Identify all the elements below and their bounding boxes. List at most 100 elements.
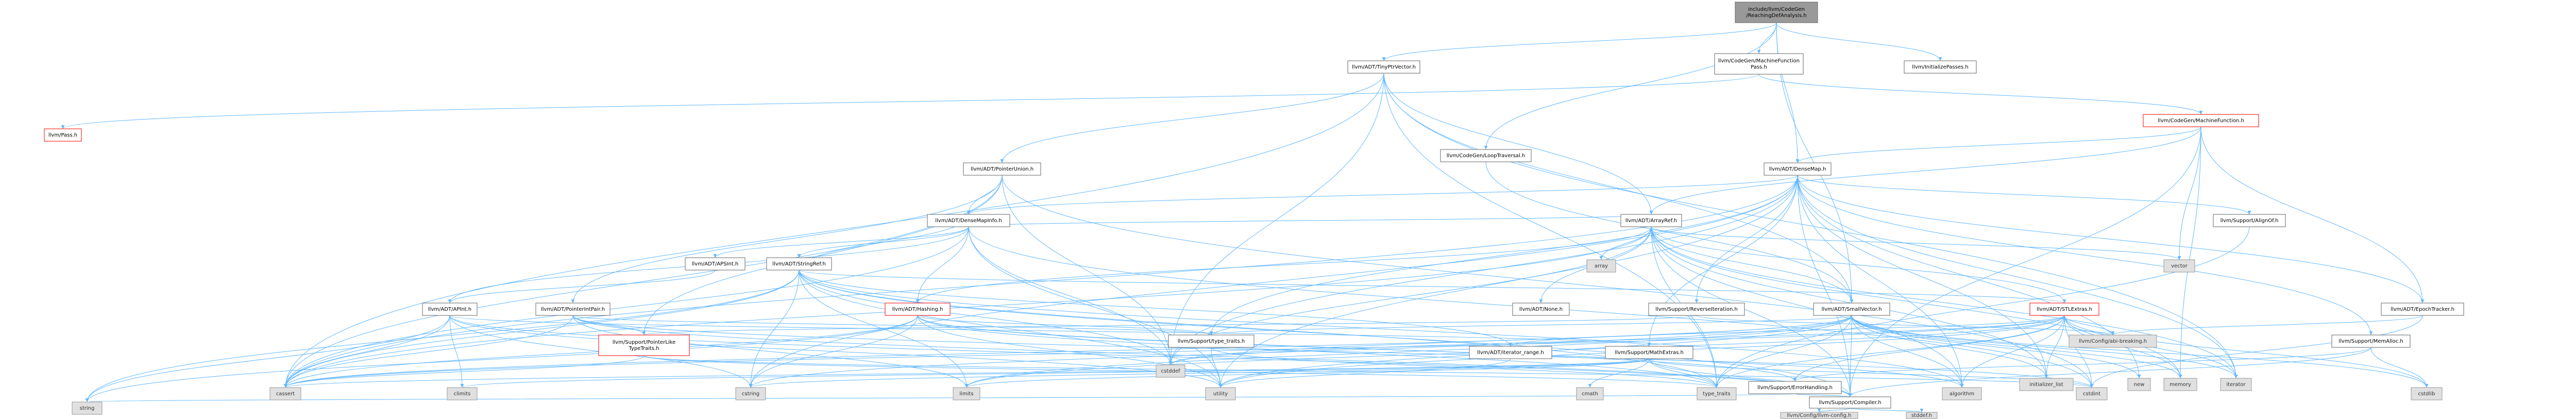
node-cassert[interactable]: cassert xyxy=(269,387,301,400)
node-smallvector[interactable]: llvm/ADT/SmallVector.h xyxy=(1813,303,1890,316)
node-root[interactable]: include/llvm/CodeGen/ReachingDefAnalysis… xyxy=(1735,2,1818,23)
node-llvmconfig[interactable]: llvm/Config/llvm-config.h xyxy=(1780,412,1858,419)
node-box xyxy=(685,257,745,271)
node-box xyxy=(766,257,832,271)
node-memory[interactable]: memory xyxy=(2163,378,2197,391)
node-label: string xyxy=(80,406,95,411)
edges-layer xyxy=(61,22,2429,413)
node-mfunc[interactable]: llvm/CodeGen/MachineFunction.h xyxy=(2143,114,2259,127)
node-initpasses[interactable]: llvm/InitializePasses.h xyxy=(1904,60,1977,74)
node-box xyxy=(2076,387,2108,400)
edge-stlextras-to-initlist xyxy=(2044,315,2065,379)
node-label: limits xyxy=(959,391,973,397)
node-none[interactable]: llvm/ADT/None.h xyxy=(1512,303,1570,316)
edge-stlextras-to-iterrange xyxy=(1509,315,2065,347)
node-cstdlib[interactable]: cstdlib xyxy=(2411,387,2443,400)
node-box xyxy=(2163,259,2195,273)
node-densemap[interactable]: llvm/ADT/DenseMap.h xyxy=(1764,162,1832,176)
node-label: llvm/ADT/iterator_range.h xyxy=(1477,350,1544,356)
edge-apint-to-mathextras xyxy=(449,315,1651,347)
edge-apsint-to-apint xyxy=(448,270,716,304)
node-box xyxy=(953,387,980,400)
node-box xyxy=(1735,2,1818,23)
node-ptrintpair[interactable]: llvm/ADT/PointerIntPair.h xyxy=(535,303,611,316)
node-databreaking[interactable]: llvm/Config/abi-breaking.h xyxy=(2069,334,2157,348)
node-array[interactable]: array xyxy=(1586,259,1616,273)
node-algorithm[interactable]: algorithm xyxy=(1942,387,1982,400)
node-limits[interactable]: limits xyxy=(953,387,980,400)
node-stringref[interactable]: llvm/ADT/StringRef.h xyxy=(766,257,832,271)
node-stlextras[interactable]: llvm/ADT/STLExtras.h xyxy=(2029,303,2099,316)
node-label: climits xyxy=(454,391,471,397)
edge-smallvector-to-typetraitsllvm xyxy=(1209,315,1852,336)
node-box xyxy=(927,214,1010,227)
node-densemapinfo[interactable]: llvm/ADT/DenseMapInfo.h xyxy=(927,214,1010,227)
edge-stringref-to-algorithm xyxy=(799,270,1964,388)
node-epochtracker[interactable]: llvm/ADT/EpochTracker.h xyxy=(2381,303,2464,316)
edge-mathextras-to-typetraits xyxy=(1649,358,1719,388)
edge-densemap-to-iterator xyxy=(1797,175,2238,379)
node-label: memory xyxy=(2170,382,2191,388)
edge-typetraitsllvm-to-utility xyxy=(1211,347,1223,388)
node-label: llvm/ADT/ArrayRef.h xyxy=(1625,218,1677,224)
edge-mathextras-to-limits xyxy=(964,358,1650,388)
node-label: include/llvm/CodeGen xyxy=(1748,7,1805,12)
node-label: llvm/Support/ErrorHandling.h xyxy=(1757,385,1833,391)
node-tinyptrvector[interactable]: llvm/ADT/TinyPtrVector.h xyxy=(1347,60,1420,74)
node-iterrange[interactable]: llvm/ADT/iterator_range.h xyxy=(1469,346,1552,359)
node-looptrav[interactable]: llvm/CodeGen/LoopTraversal.h xyxy=(1440,149,1532,162)
node-pass[interactable]: llvm/Pass.h xyxy=(44,128,82,142)
node-alignof[interactable]: llvm/Support/AlignOf.h xyxy=(2213,214,2286,227)
node-new[interactable]: new xyxy=(2127,378,2151,391)
node-apint[interactable]: llvm/ADT/APInt.h xyxy=(422,303,478,316)
node-typetraitsllvm[interactable]: llvm/Support/type_traits.h xyxy=(1168,334,1255,348)
node-box xyxy=(1904,60,1977,74)
node-initlist[interactable]: initializer_list xyxy=(2019,378,2074,391)
node-compiler[interactable]: llvm/Support/Compiler.h xyxy=(1809,396,1891,409)
edge-densemap-to-initlist xyxy=(1797,175,2048,379)
node-stddef[interactable]: stddef.h xyxy=(1906,412,1938,419)
edge-stringref-to-compiler xyxy=(799,270,1852,397)
node-box xyxy=(2381,303,2464,316)
node-string[interactable]: string xyxy=(72,401,103,415)
node-memalloc[interactable]: llvm/Support/MemAlloc.h xyxy=(2331,334,2411,348)
node-box xyxy=(1906,412,1938,419)
node-climits[interactable]: climits xyxy=(447,387,478,400)
node-reviter[interactable]: llvm/Support/ReverseIteration.h xyxy=(1648,303,1745,316)
node-vector[interactable]: vector xyxy=(2163,259,2195,273)
node-errhandling[interactable]: llvm/Support/ErrorHandling.h xyxy=(1748,381,1842,394)
node-cmath[interactable]: cmath xyxy=(1576,387,1604,400)
edge-looptrav-to-smallvector xyxy=(1485,161,1854,304)
edge-reviter-to-ptrliketraits xyxy=(642,315,1697,336)
node-iterator[interactable]: iterator xyxy=(2220,378,2252,391)
node-label: llvm/InitializePasses.h xyxy=(1912,64,1968,70)
edge-stringref-to-cstring xyxy=(749,270,800,388)
edge-densemap-to-reviter xyxy=(1694,175,1798,304)
node-utility[interactable]: utility xyxy=(1205,387,1236,400)
node-cstddef[interactable]: cstddef xyxy=(1156,364,1185,378)
node-box xyxy=(1347,60,1420,74)
node-ptrunion[interactable]: llvm/ADT/PointerUnion.h xyxy=(963,162,1041,176)
node-box xyxy=(2127,378,2151,391)
node-hashing[interactable]: llvm/ADT/Hashing.h xyxy=(885,303,951,316)
node-label: utility xyxy=(1213,391,1228,397)
node-box xyxy=(2220,378,2252,391)
node-typetraits[interactable]: type_traits xyxy=(1697,387,1737,400)
edge-ptrunion-to-ptrintpair xyxy=(571,175,1003,304)
node-box xyxy=(1205,387,1236,400)
edge-errhandling-to-compiler xyxy=(1794,393,1852,397)
node-box xyxy=(1764,162,1832,176)
node-box xyxy=(1942,387,1982,400)
node-cstdint[interactable]: cstdint xyxy=(2076,387,2108,400)
edge-densemap-to-densemapinfo xyxy=(967,175,1798,215)
node-apsint[interactable]: llvm/ADT/APSInt.h xyxy=(685,257,745,271)
node-mathextras[interactable]: llvm/Support/MathExtras.h xyxy=(1605,346,1693,359)
edge-mfpass-to-pass xyxy=(61,74,1759,129)
edge-densemap-to-memalloc xyxy=(1797,175,2373,336)
node-arrayref[interactable]: llvm/ADT/ArrayRef.h xyxy=(1620,214,1682,227)
node-label: llvm/ADT/DenseMapInfo.h xyxy=(935,218,1002,224)
node-label: Pass.h xyxy=(1751,64,1767,70)
node-cstring[interactable]: cstring xyxy=(735,387,766,400)
